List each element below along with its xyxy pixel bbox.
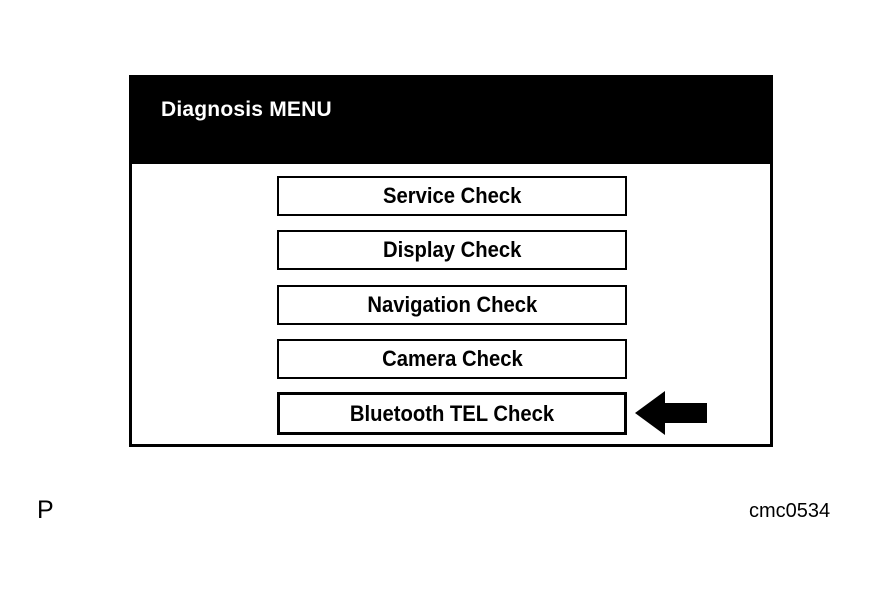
navigation-check-label: Navigation Check — [367, 292, 537, 317]
navigation-check-button[interactable]: Navigation Check — [277, 285, 627, 325]
page-title: Diagnosis MENU — [161, 98, 332, 121]
diagnosis-screen: Diagnosis MENU Service Check Display Che… — [129, 75, 773, 447]
bluetooth-tel-check-button[interactable]: Bluetooth TEL Check — [277, 392, 627, 435]
screen-header: Diagnosis MENU — [132, 78, 770, 164]
figure-code: cmc0534 — [749, 500, 831, 522]
corner-label: P — [37, 496, 54, 524]
bluetooth-tel-check-label: Bluetooth TEL Check — [349, 400, 555, 426]
service-check-button[interactable]: Service Check — [277, 176, 627, 216]
service-check-label: Service Check — [382, 183, 522, 208]
camera-check-label: Camera Check — [381, 346, 523, 371]
arrow-left-icon — [635, 391, 707, 435]
display-check-button[interactable]: Display Check — [277, 230, 627, 270]
display-check-label: Display Check — [382, 237, 522, 262]
camera-check-button[interactable]: Camera Check — [277, 339, 627, 379]
